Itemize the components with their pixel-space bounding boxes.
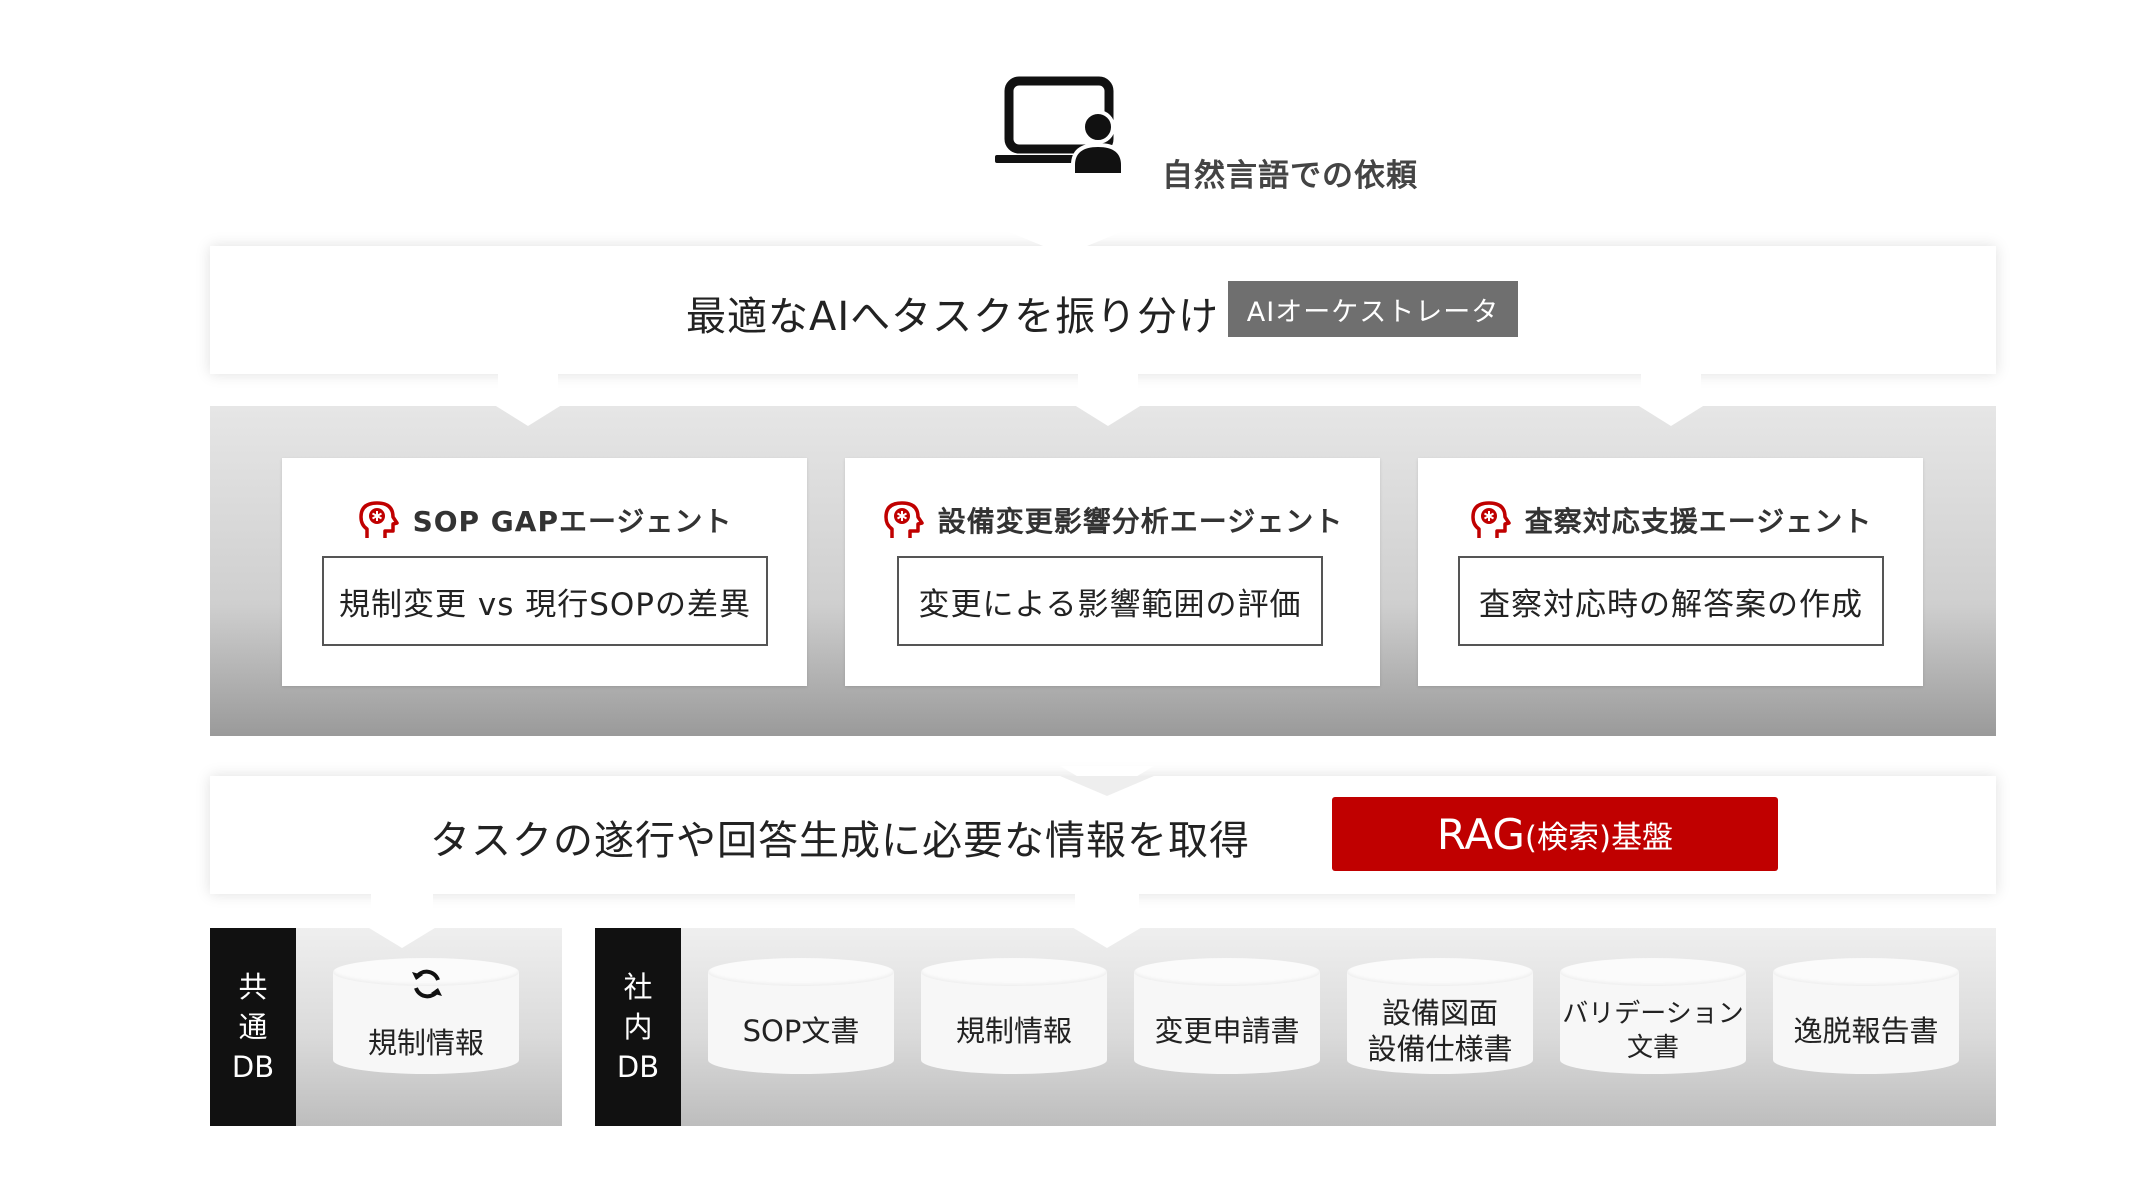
arrow-to-agent-3	[1641, 374, 1701, 398]
db-cylinder-regulation: 規制情報	[921, 958, 1107, 1088]
arrow-to-agent-1	[498, 374, 558, 398]
db-item-label: バリデーション 文書	[1560, 988, 1746, 1074]
rag-title: タスクの遂行や回答生成に必要な情報を取得	[430, 818, 1250, 864]
db-item-line: 設備仕様書	[1367, 1032, 1513, 1066]
computer-user-icon	[995, 76, 1125, 175]
agent-header: 設備変更影響分析エージェント	[845, 498, 1380, 542]
agent-name: SOP GAPエージェント	[412, 505, 733, 538]
db-cylinder-validation-docs: バリデーション 文書	[1560, 958, 1746, 1088]
agent-task-box: 査察対応時の解答案の作成	[1458, 556, 1884, 646]
arrow-to-rag	[1075, 736, 1139, 766]
db-cylinder-sop-docs: SOP文書	[708, 958, 894, 1088]
ai-head-icon	[1471, 501, 1511, 538]
arrow-to-agent-3-head	[1626, 398, 1716, 426]
internal-db-label: 社 内 DB	[595, 928, 681, 1126]
arrow-to-common-db	[371, 894, 433, 920]
agent-card-sop-gap: SOP GAPエージェント 規制変更 vs 現行SOPの差異	[282, 458, 807, 686]
db-item-line: 変更申請書	[1154, 1014, 1300, 1048]
db-item-label: 変更申請書	[1134, 988, 1320, 1074]
db-cylinder-change-request: 変更申請書	[1134, 958, 1320, 1088]
internal-db-label-line: 社	[623, 970, 653, 1004]
orchestrator-tag: AIオーケストレータ	[1228, 281, 1518, 337]
db-item-line: バリデーション	[1562, 999, 1744, 1029]
request-text: 自然言語での依頼	[1162, 158, 1418, 194]
db-cylinder-equipment-drawings: 設備図面 設備仕様書	[1347, 958, 1533, 1088]
db-cylinder-common-regulation: 規制情報	[333, 958, 519, 1088]
common-db-label: 共 通 DB	[210, 928, 296, 1126]
orchestrator-band	[210, 246, 1996, 374]
arrow-to-internal-db	[1075, 894, 1139, 920]
agent-card-inspection-support: 査察対応支援エージェント 査察対応時の解答案の作成	[1418, 458, 1923, 686]
arrow-to-internal-db-head	[1060, 920, 1154, 948]
db-item-line: 設備図面	[1381, 996, 1498, 1030]
arrow-to-rag-head-over	[1060, 776, 1154, 796]
db-item-label: 規制情報	[921, 988, 1107, 1074]
arrow-to-common-db-head	[356, 920, 448, 948]
agent-name: 設備変更影響分析エージェント	[937, 505, 1344, 538]
agent-task-box: 規制変更 vs 現行SOPの差異	[322, 556, 768, 646]
db-item-label: 逸脱報告書	[1773, 988, 1959, 1074]
db-item-label: 規制情報	[367, 1026, 484, 1060]
db-cylinder-deviation-reports: 逸脱報告書	[1773, 958, 1959, 1088]
db-item-label: SOP文書	[708, 988, 894, 1074]
common-db-label-line: 共	[238, 970, 268, 1004]
db-item-line: 規制情報	[955, 1014, 1072, 1048]
common-db-label-line: 通	[238, 1010, 268, 1044]
db-item-line: 逸脱報告書	[1793, 1014, 1939, 1048]
arrow-request-head	[943, 205, 1187, 255]
db-item-line: 文書	[1626, 1033, 1679, 1063]
ai-head-icon	[358, 501, 399, 538]
arrow-to-agent-1-head	[483, 398, 573, 426]
arrow-to-agent-2	[1078, 374, 1138, 398]
agent-task-box: 変更による影響範囲の評価	[897, 556, 1323, 646]
ai-head-icon	[884, 501, 924, 538]
common-db-label-line: DB	[231, 1050, 275, 1084]
orchestrator-title: 最適なAIへタスクを振り分け	[686, 294, 1220, 340]
rag-tag-sub: (検索)基盤	[1524, 819, 1674, 856]
agent-header: 査察対応支援エージェント	[1418, 498, 1923, 542]
agent-card-equipment-change: 設備変更影響分析エージェント 変更による影響範囲の評価	[845, 458, 1380, 686]
db-item-line: SOP文書	[742, 1014, 860, 1048]
db-item-label: 設備図面 設備仕様書	[1347, 988, 1533, 1074]
agent-name: 査察対応支援エージェント	[1524, 505, 1873, 538]
internal-db-label-line: DB	[616, 1050, 660, 1084]
sync-icon	[412, 969, 442, 999]
agent-header: SOP GAPエージェント	[282, 498, 807, 542]
rag-tag: RAG (検索)基盤	[1332, 797, 1778, 871]
arrow-to-agent-2-head	[1063, 398, 1153, 426]
rag-tag-main: RAG	[1436, 809, 1525, 859]
internal-db-label-line: 内	[623, 1010, 653, 1044]
